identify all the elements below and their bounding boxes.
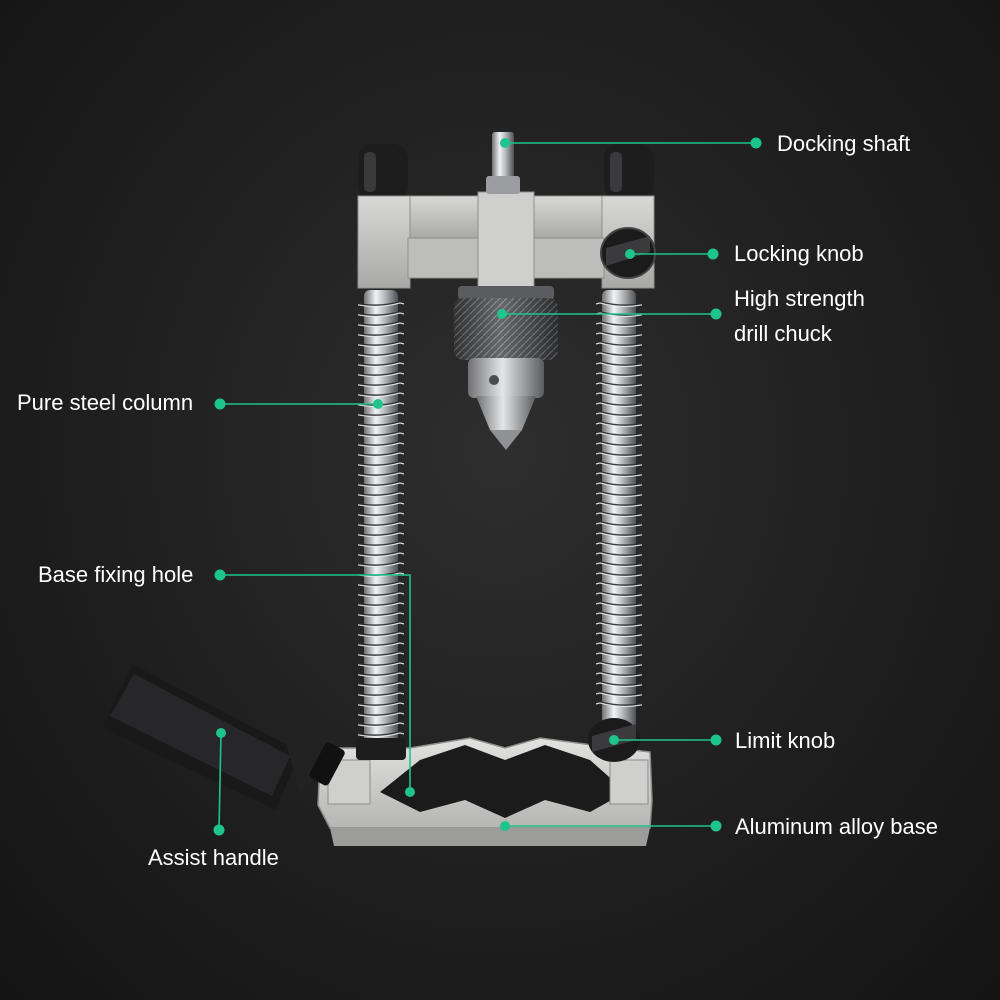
assist-handle: [102, 664, 345, 810]
dot-drill-chuck-label: [710, 308, 722, 320]
drill-chuck: [454, 286, 558, 450]
left-top-cap: [358, 144, 408, 200]
label-locking-knob: Locking knob: [734, 241, 864, 266]
right-top-cap: [604, 144, 654, 200]
dot-steel-column-part: [373, 399, 383, 409]
label-assist-handle: Assist handle: [148, 845, 279, 870]
aluminum-base: [317, 737, 653, 846]
dot-drill-chuck-part: [497, 309, 507, 319]
dot-base-fixing-hole-label: [214, 569, 226, 581]
dot-steel-column-label: [214, 398, 226, 410]
dot-docking-shaft-part: [500, 138, 510, 148]
label-base-fixing-hole: Base fixing hole: [38, 562, 194, 587]
docking-shaft: [486, 132, 520, 194]
label-steel-column: Pure steel column: [17, 390, 194, 415]
dot-aluminum-base-label: [710, 820, 722, 832]
dot-locking-knob-part: [625, 249, 635, 259]
callout-lines: [218, 142, 756, 831]
dot-base-fixing-hole-part: [405, 787, 415, 797]
label-aluminum-base: Aluminum alloy base: [735, 814, 938, 839]
left-column: [358, 290, 404, 760]
dot-assist-handle-part: [216, 728, 226, 738]
label-limit-knob: Limit knob: [735, 728, 836, 753]
label-drill-chuck-line2: drill chuck: [734, 321, 832, 346]
drill-stand-illustration: [102, 132, 656, 846]
label-docking-shaft: Docking shaft: [777, 131, 911, 156]
callout-line-base-fixing-hole: [220, 574, 411, 792]
dot-locking-knob-label: [707, 248, 719, 260]
label-drill-chuck-line1: High strength: [734, 286, 865, 311]
dot-aluminum-base-part: [500, 821, 510, 831]
dot-limit-knob-label: [710, 734, 722, 746]
dot-docking-shaft-label: [750, 137, 762, 149]
dot-assist-handle-label: [213, 824, 225, 836]
callout-line-assist-handle: [218, 732, 222, 831]
callout-dots: [213, 137, 762, 836]
dot-limit-knob-part: [609, 735, 619, 745]
right-column: [596, 290, 642, 750]
